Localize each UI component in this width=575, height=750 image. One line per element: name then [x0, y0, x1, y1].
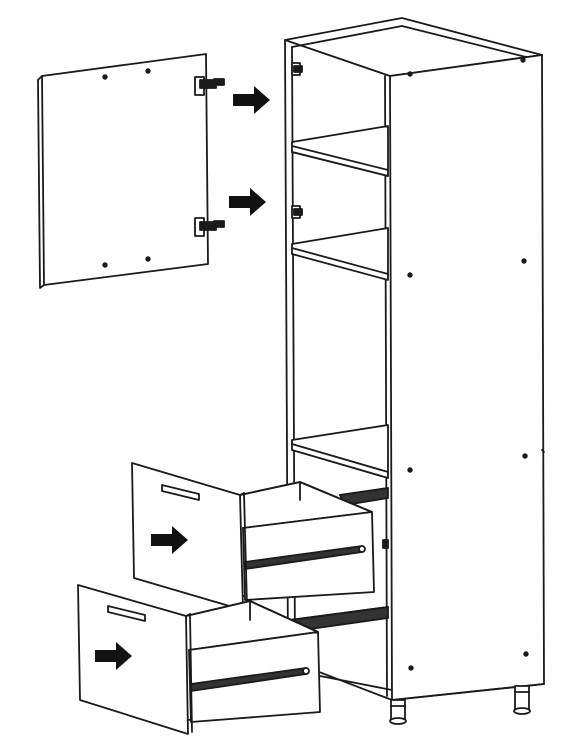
cabinet-plinth-inner [319, 675, 393, 691]
door-top-hinge-arrow [233, 86, 270, 114]
door-thickness-edge [37, 75, 43, 81]
shelf-lower [291, 424, 389, 479]
hinge-plate-top [291, 62, 303, 76]
door-screw-hole [102, 74, 108, 80]
shelf-top [291, 125, 389, 177]
runner-wheel [358, 545, 366, 553]
door-screw-hole [145, 68, 151, 74]
hinge [194, 217, 225, 237]
drawer-handle [107, 605, 146, 622]
cabinet-side-seam [541, 449, 545, 453]
cabinet-right-side [389, 54, 545, 701]
lower-drawer-arrow [95, 642, 132, 670]
drawer-upper [131, 462, 389, 611]
cabinet-top-inner-edge [291, 25, 531, 59]
cam-hole [521, 258, 527, 264]
cam-hole [520, 57, 526, 63]
door-left-edge [37, 79, 45, 289]
hinge [194, 76, 225, 96]
door-bottom-hinge-arrow [229, 188, 266, 216]
adjustable-leg [389, 699, 407, 725]
drawer-front [77, 584, 189, 735]
cam-hole [407, 272, 413, 278]
drawer-front [131, 462, 244, 611]
adjustable-leg [513, 685, 531, 715]
door-screw-hole [145, 256, 151, 262]
door-screw-hole [102, 262, 108, 268]
door-panel [41, 53, 209, 286]
cam-hole [522, 453, 528, 459]
cabinet-back-edge [384, 75, 388, 697]
hinge-plate-bottom [291, 205, 303, 219]
cam-hole [523, 651, 529, 657]
runner-wheel [302, 667, 310, 675]
shelf-middle [291, 227, 389, 281]
upper-door [37, 53, 209, 289]
drawer-lower [77, 584, 321, 735]
upper-drawer-arrow [151, 526, 188, 554]
runner-clip [382, 539, 389, 549]
drawer-handle [161, 484, 200, 501]
drawer-front-edge-b [189, 613, 193, 733]
cam-hole [408, 665, 414, 671]
cam-hole [407, 71, 413, 77]
drawer-front-edge-b [243, 492, 248, 608]
cam-hole [407, 467, 413, 473]
cabinet-carcass [284, 17, 545, 701]
